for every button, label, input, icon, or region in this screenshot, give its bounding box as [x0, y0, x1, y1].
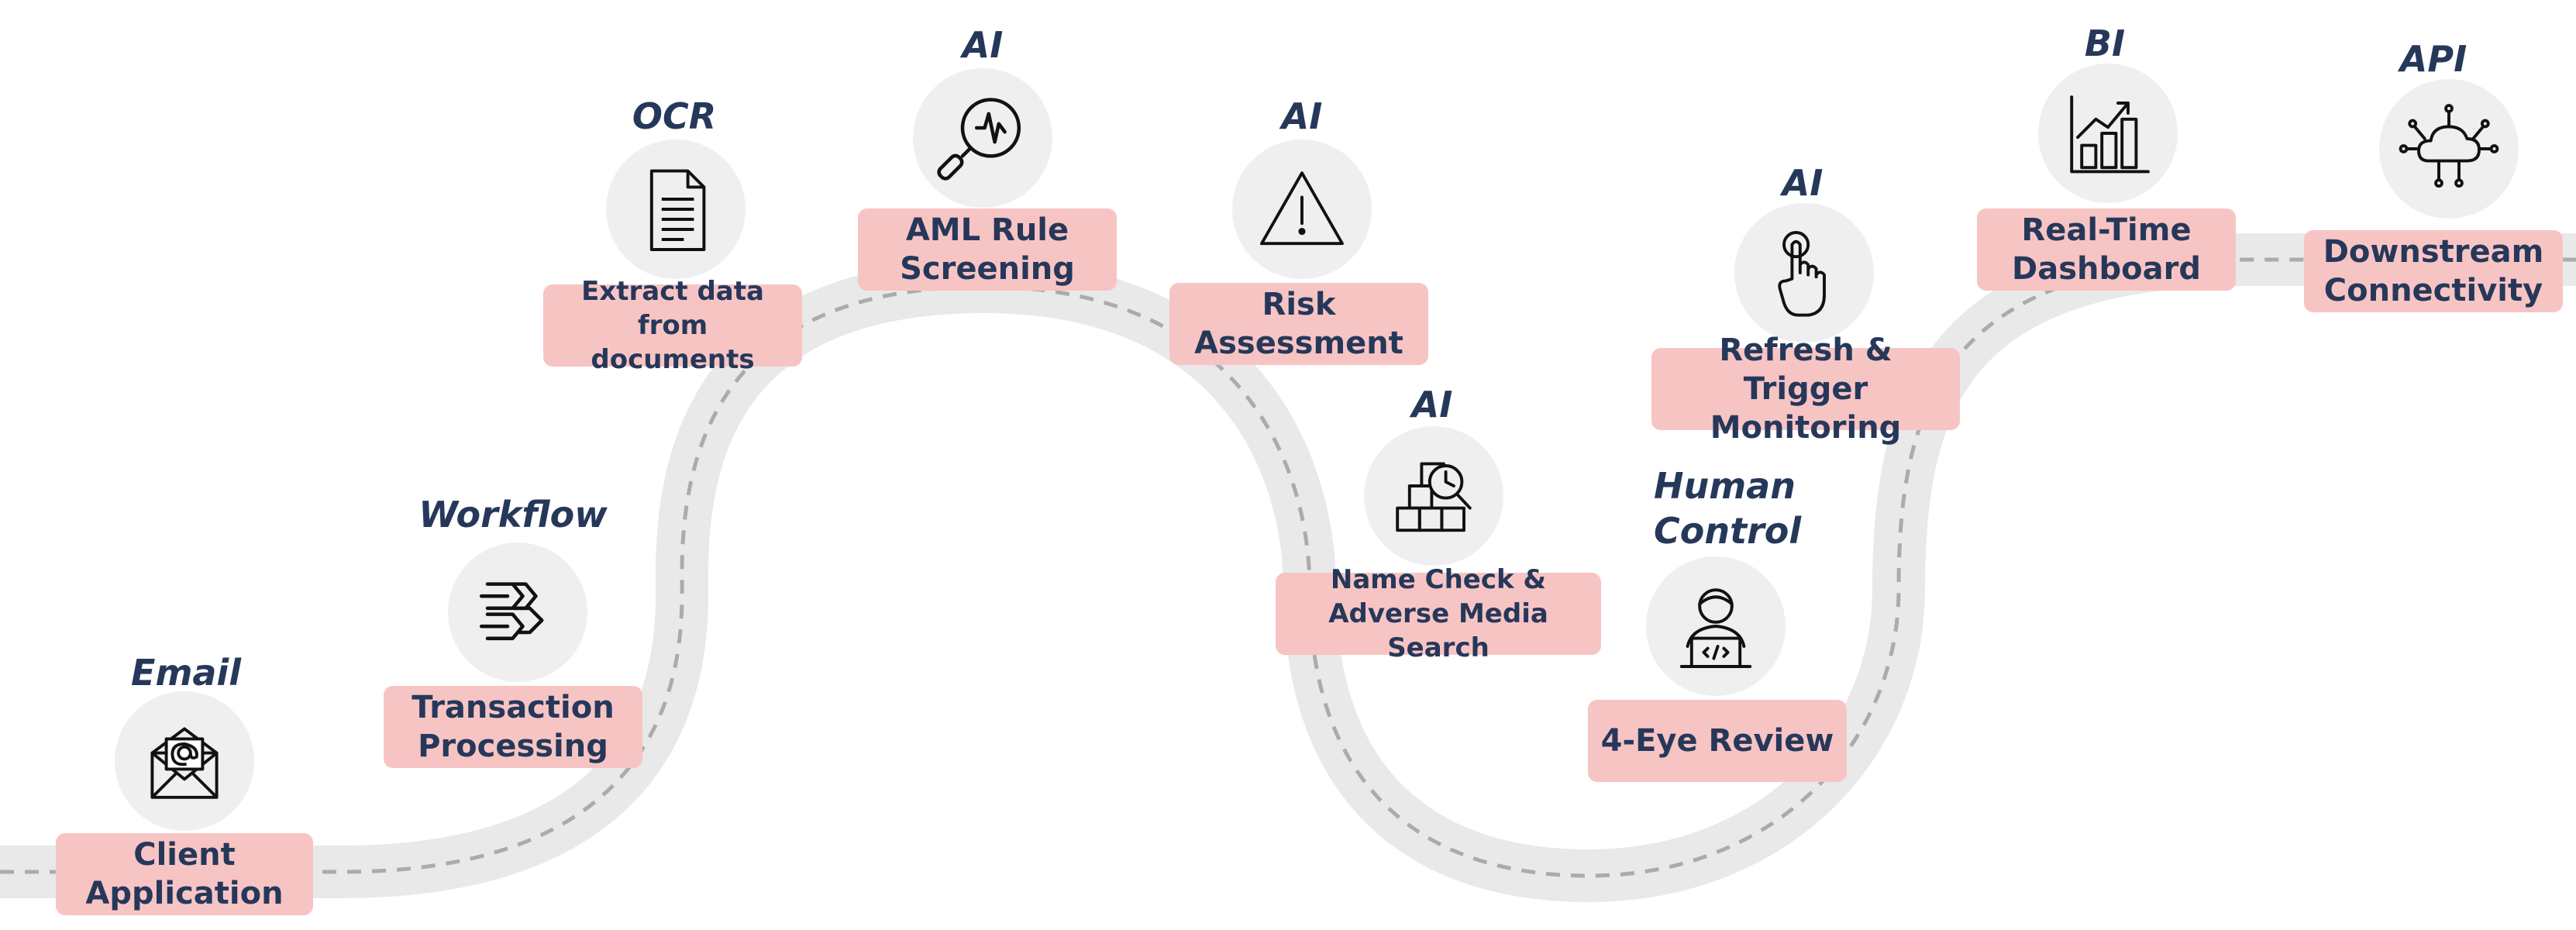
- tech-label: AI: [962, 24, 1004, 66]
- step-label: Real-Time Dashboard: [1977, 208, 2236, 291]
- magnifier-icon: [913, 68, 1052, 208]
- tech-label: Email: [131, 652, 241, 694]
- step-label: Risk Assessment: [1169, 283, 1428, 365]
- developer-icon: [1646, 556, 1786, 696]
- step-label: Refresh & Trigger Monitoring: [1651, 332, 1960, 446]
- touch-icon: [1734, 203, 1874, 343]
- step-label: Downstream Connectivity: [2304, 230, 2563, 312]
- tech-label: OCR: [632, 95, 717, 137]
- tech-label: AI: [1411, 384, 1453, 425]
- tech-label: Human Control: [1654, 465, 1802, 552]
- tech-label: API: [2399, 38, 2468, 80]
- tech-label: AI: [1281, 95, 1323, 137]
- warning-icon: [1232, 140, 1372, 279]
- arrows-icon: [448, 542, 587, 682]
- tech-label: BI: [2084, 22, 2126, 64]
- step-label: Extract data from documents: [543, 276, 802, 375]
- tech-label: AI: [1782, 162, 1824, 204]
- bar-chart-icon: [2038, 64, 2178, 203]
- tech-label: Workflow: [418, 494, 608, 536]
- step-label: 4-Eye Review: [1588, 700, 1847, 782]
- step-label: Transaction Processing: [384, 686, 642, 768]
- cloud-network-icon: [2379, 79, 2519, 219]
- step-label: Name Check & Adverse Media Search: [1276, 564, 1601, 663]
- step-label: Client Application: [56, 833, 313, 915]
- email-icon: [115, 691, 254, 831]
- search-boxes-icon: [1364, 426, 1503, 566]
- step-label: AML Rule Screening: [858, 208, 1117, 291]
- document-icon: [606, 140, 746, 279]
